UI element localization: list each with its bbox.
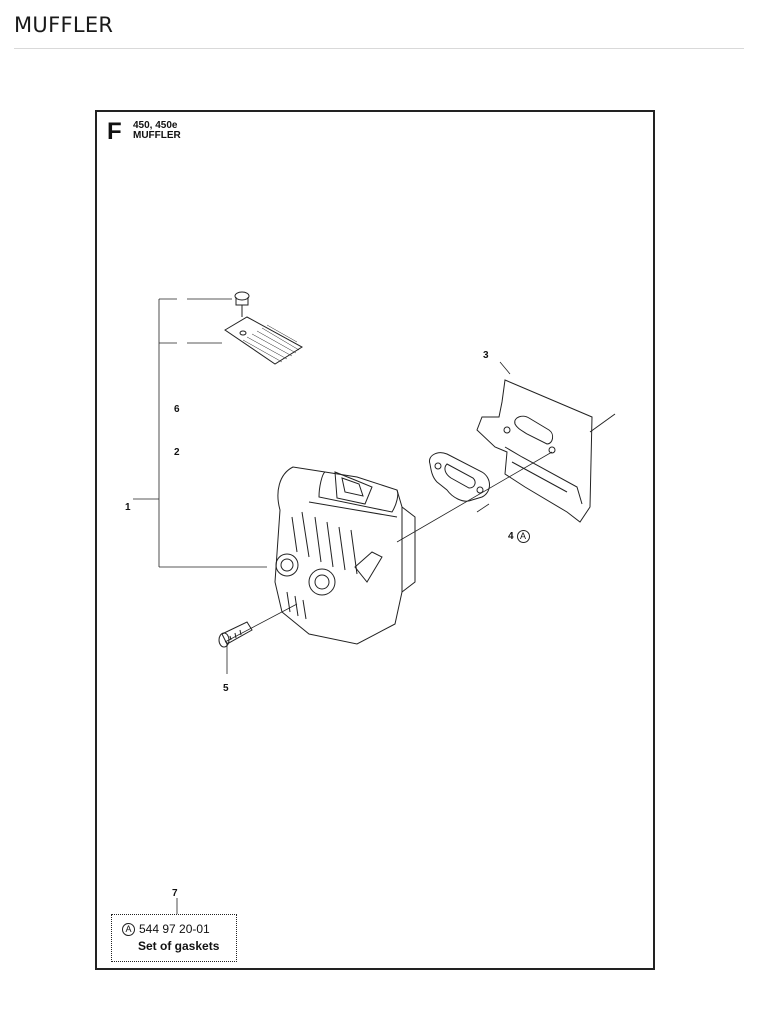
bracket-item-3 bbox=[476, 379, 616, 523]
screw-item-6 bbox=[234, 291, 250, 317]
callout-3: 3 bbox=[483, 350, 489, 361]
exploded-view-drawing bbox=[133, 291, 616, 914]
kit-marker-icon: A bbox=[516, 530, 530, 543]
parts-diagram-sheet: F 450, 450e MUFFLER 1 2 3 4 A 5 6 7 A 54… bbox=[95, 110, 655, 970]
kit-marker-icon: A bbox=[122, 922, 135, 936]
page-title: MUFFLER bbox=[14, 13, 114, 37]
callout-2: 2 bbox=[174, 447, 180, 458]
screw-item-5 bbox=[218, 621, 253, 648]
section-code: F bbox=[107, 118, 122, 145]
callout-4-number: 4 bbox=[508, 530, 514, 542]
callout-4: 4 A bbox=[508, 530, 530, 543]
muffler-body-item-1 bbox=[274, 466, 416, 645]
gasket-item-4 bbox=[428, 452, 490, 502]
callout-1: 1 bbox=[125, 502, 131, 513]
kit-part-number: 544 97 20-01 bbox=[139, 922, 210, 936]
callout-7: 7 bbox=[172, 888, 178, 899]
callout-6: 6 bbox=[174, 404, 180, 415]
sheet-name: MUFFLER bbox=[133, 130, 181, 141]
page-header: MUFFLER bbox=[14, 12, 744, 49]
gasket-kit-box: A 544 97 20-01 Set of gaskets bbox=[111, 914, 237, 962]
shield-plate-item-2 bbox=[224, 316, 303, 365]
sheet-models: 450, 450e bbox=[133, 120, 178, 131]
leader-lines bbox=[133, 298, 553, 914]
kit-reference: A 544 97 20-01 bbox=[122, 922, 210, 936]
callout-5: 5 bbox=[223, 683, 229, 694]
kit-description: Set of gaskets bbox=[138, 939, 220, 953]
